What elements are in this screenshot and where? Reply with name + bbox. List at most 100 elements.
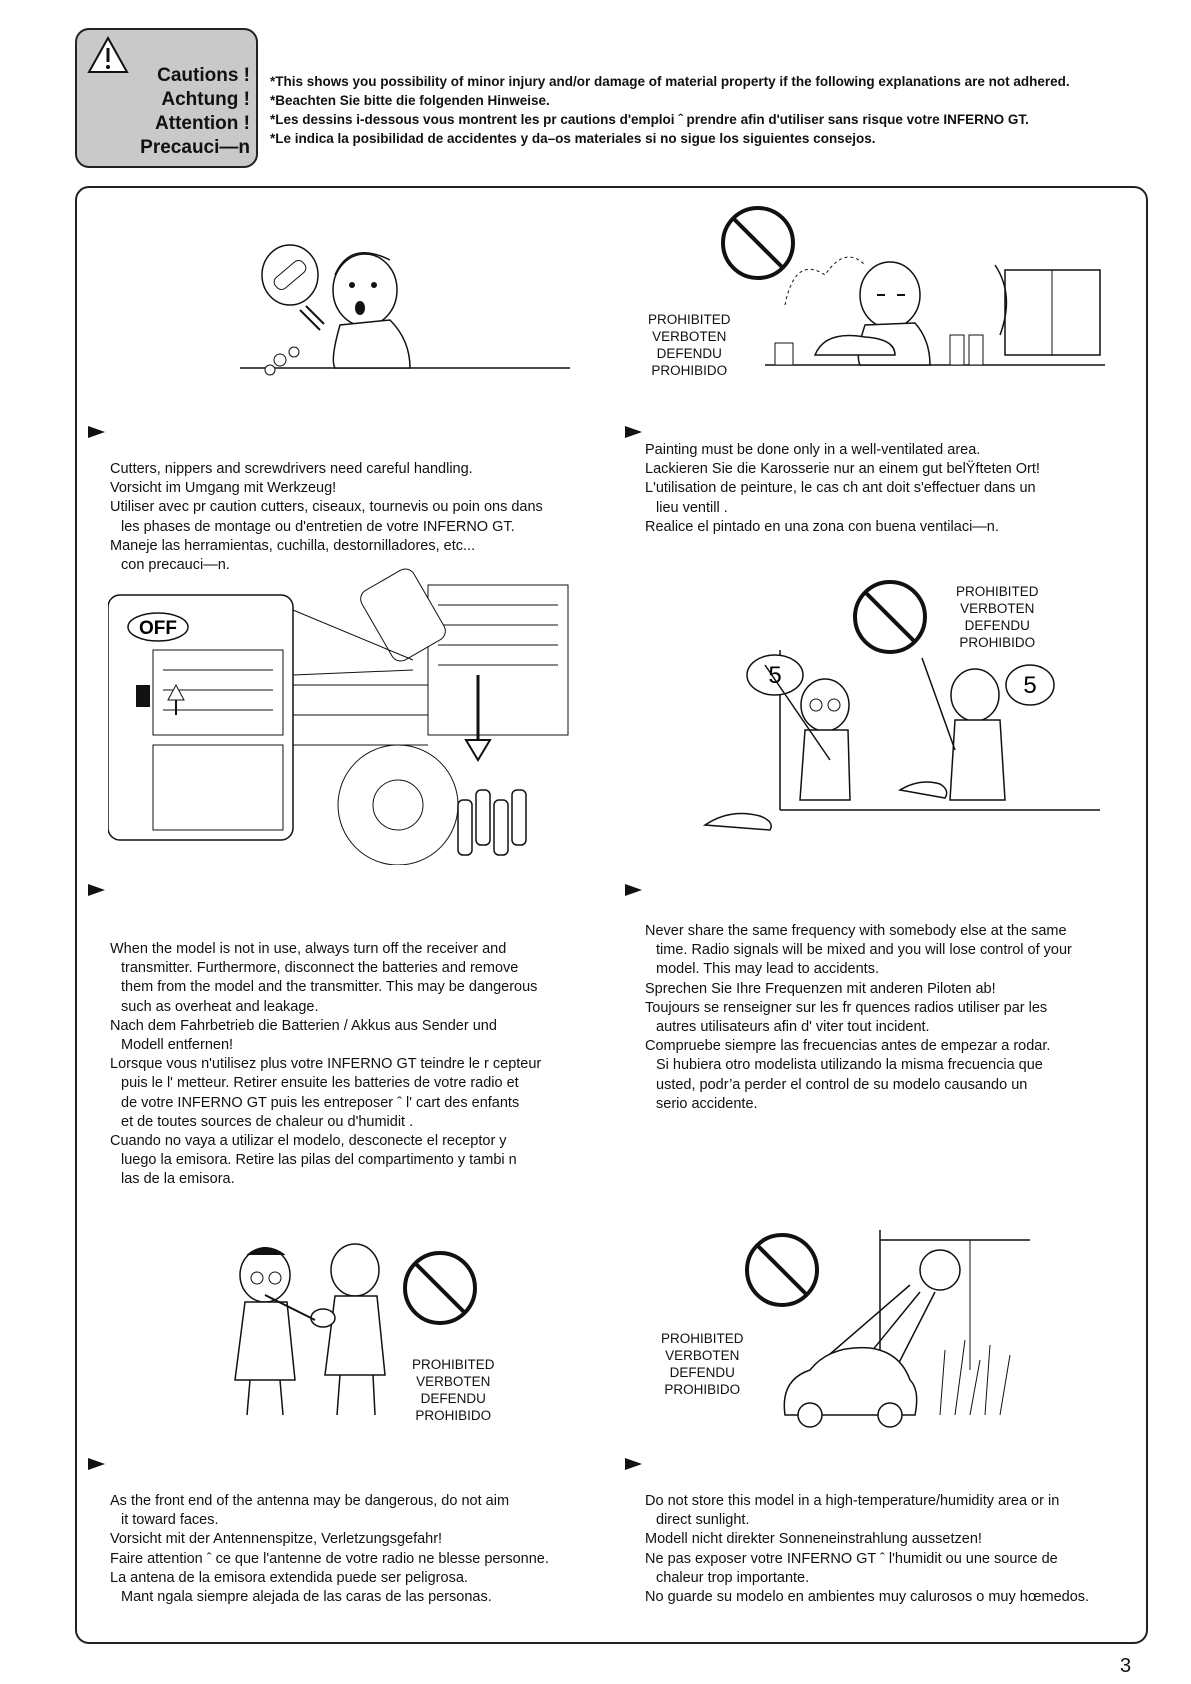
prohibited-line: DEFENDU [656, 346, 722, 361]
warning-line: Lorsque vous n'utilisez plus votre INFER… [110, 1056, 542, 1073]
prohibited-line: PROHIBITED [648, 312, 731, 327]
prohibited-line: VERBOTEN [665, 1348, 740, 1363]
warning-line: autres utilisateurs afin d' viter tout i… [656, 1019, 930, 1036]
warning-line: puis le l' metteur. Retirer ensuite les … [121, 1075, 519, 1092]
caution-label-fr: Attention ! [155, 113, 250, 134]
caution-label-de: Achtung ! [161, 89, 250, 110]
warning-line: de votre INFERNO GT puis les entreposer … [121, 1094, 520, 1111]
caution-explanations: *This shows you possibility of minor inj… [270, 72, 1070, 148]
warning-line: usted, podr’a perder el control de su mo… [656, 1076, 1028, 1093]
warning-line: them from the model and the transmitter.… [121, 979, 538, 996]
warning-line: such as overheat and leakage. [121, 998, 319, 1015]
tools-illustration [240, 244, 570, 376]
bullet-arrow-icon [88, 884, 105, 896]
caution-badge: Cautions ! Achtung ! Attention ! Precauc… [75, 28, 258, 168]
prohibited-line: PROHIBIDO [664, 1382, 741, 1397]
warning-frequency: Never share the same frequency with some… [645, 922, 1072, 1114]
warning-line: luego la emisora. Retire las pilas del c… [121, 1152, 517, 1169]
warning-line: L'utilisation de peinture, le cas ch ant… [645, 480, 1036, 497]
bullet-arrow-icon [625, 884, 642, 896]
prohibited-sign-icon [403, 1251, 477, 1325]
prohibited-label: PROHIBITED VERBOTEN DEFENDU PROHIBIDO [412, 1356, 495, 1424]
warning-painting: Painting must be done only in a well-ven… [645, 441, 1040, 537]
warning-line: No guarde su modelo en ambientes muy cal… [645, 1589, 1090, 1606]
prohibited-line: DEFENDU [420, 1391, 486, 1406]
prohibited-label: PROHIBITED VERBOTEN DEFENDU PROHIBIDO [956, 583, 1039, 651]
caution-label-en: Cautions ! [157, 65, 250, 86]
warning-line: Never share the same frequency with some… [645, 923, 1067, 939]
caution-line-fr: *Les dessins i-dessous vous montrent les… [270, 112, 1029, 127]
bullet-arrow-icon [88, 1458, 105, 1470]
storage-illustration [783, 1230, 1030, 1428]
warning-line: chaleur trop importante. [656, 1569, 810, 1586]
warning-line: Ne pas exposer votre INFERNO GT ˆ l'humi… [645, 1550, 1058, 1567]
warning-line: Si hubiera otro modelista utilizando la … [656, 1057, 1043, 1074]
prohibited-line: PROHIBITED [661, 1331, 744, 1346]
warning-tools: Cutters, nippers and screwdrivers need c… [110, 460, 543, 575]
warning-line: Maneje las herramientas, cuchilla, desto… [110, 537, 476, 554]
warning-power-off: When the model is not in use, always tur… [110, 940, 541, 1190]
warning-triangle-icon [87, 36, 129, 73]
warning-line: Cutters, nippers and screwdrivers need c… [110, 461, 473, 477]
warning-line: Sprechen Sie Ihre Frequenzen mit anderen… [645, 980, 996, 997]
warning-line: model. This may lead to accidents. [656, 961, 879, 978]
power-off-illustration: OFF [108, 568, 569, 865]
prohibited-sign-icon [721, 206, 795, 280]
bullet-arrow-icon [88, 426, 105, 438]
warning-line: Realice el pintado en una zona con buena… [645, 518, 999, 535]
caution-line-de: *Beachten Sie bitte die folgenden Hinwei… [270, 93, 550, 108]
warning-line: time. Radio signals will be mixed and yo… [656, 942, 1072, 959]
warning-line: Vorsicht im Umgang mit Werkzeug! [110, 480, 337, 497]
warning-line: serio accidente. [656, 1095, 758, 1112]
prohibited-line: VERBOTEN [652, 329, 727, 344]
page-number: 3 [1120, 1655, 1132, 1677]
warning-line: Painting must be done only in a well-ven… [645, 442, 981, 458]
prohibited-line: VERBOTEN [416, 1374, 491, 1389]
warning-line: direct sunlight. [656, 1512, 750, 1529]
prohibited-sign-icon [745, 1233, 819, 1307]
warning-line: les phases de montage ou d'entretien de … [121, 518, 515, 535]
prohibited-line: PROHIBIDO [415, 1408, 492, 1423]
prohibited-label: PROHIBITED VERBOTEN DEFENDU PROHIBIDO [661, 1330, 744, 1398]
warning-line: When the model is not in use, always tur… [110, 941, 507, 957]
caution-labels: Cautions ! Achtung ! Attention ! Precauc… [140, 64, 250, 160]
channel-label: 5 [1023, 672, 1036, 699]
warning-line: it toward faces. [121, 1512, 219, 1529]
prohibited-sign-icon [853, 580, 927, 654]
warning-line: Utiliser avec pr caution cutters, ciseau… [110, 499, 543, 516]
antenna-illustration [234, 1243, 386, 1416]
warning-line: con precauci—n. [121, 557, 230, 574]
warning-line: lieu ventill . [656, 499, 728, 516]
bullet-arrow-icon [625, 1458, 642, 1470]
warning-line: Lackieren Sie die Karosserie nur an eine… [645, 461, 1040, 478]
prohibited-line: VERBOTEN [960, 601, 1035, 616]
warning-line: Compruebe siempre las frecuencias antes … [645, 1038, 1051, 1055]
warning-antenna: As the front end of the antenna may be d… [110, 1492, 549, 1607]
warning-storage: Do not store this model in a high-temper… [645, 1492, 1089, 1607]
warning-line: Toujours se renseigner sur les fr quence… [645, 999, 1048, 1016]
prohibited-line: DEFENDU [669, 1365, 735, 1380]
warning-line: La antena de la emisora extendida puede … [110, 1569, 468, 1586]
warning-line: Modell nicht direkter Sonneneinstrahlung… [645, 1531, 982, 1548]
prohibited-line: PROHIBITED [412, 1357, 495, 1372]
warning-line: et de toutes sources de chaleur ou d'hum… [121, 1113, 414, 1130]
prohibited-line: PROHIBIDO [959, 635, 1036, 650]
bullet-arrow-icon [625, 426, 642, 438]
warning-line: transmitter. Furthermore, disconnect the… [121, 960, 519, 977]
caution-line-es: *Le indica la posibilidad de accidentes … [270, 131, 876, 146]
painting-illustration [765, 256, 1105, 366]
caution-label-es: Precauci—n [140, 137, 250, 158]
warning-line: Cuando no vaya a utilizar el modelo, des… [110, 1133, 507, 1150]
warning-line: Vorsicht mit der Antennenspitze, Verletz… [110, 1531, 443, 1548]
warning-line: Modell entfernen! [121, 1037, 234, 1054]
warning-line: Do not store this model in a high-temper… [645, 1493, 1060, 1509]
frequency-illustration: 5 5 [702, 650, 1100, 831]
prohibited-line: PROHIBIDO [651, 363, 728, 378]
off-label: OFF [139, 618, 177, 639]
channel-label: 5 [768, 662, 781, 689]
caution-line-en: *This shows you possibility of minor inj… [270, 74, 1070, 89]
warnings-panel [75, 186, 1148, 1644]
prohibited-line: DEFENDU [964, 618, 1030, 633]
warning-line: las de la emisora. [121, 1171, 235, 1188]
prohibited-label: PROHIBITED VERBOTEN DEFENDU PROHIBIDO [648, 311, 731, 379]
